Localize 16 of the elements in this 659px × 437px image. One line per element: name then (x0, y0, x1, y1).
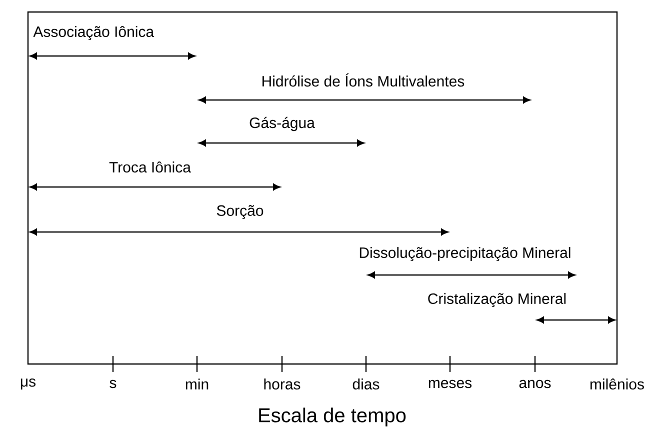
range-label: Gás-água (250, 116, 315, 132)
tick-label: horas (264, 378, 300, 390)
range-label: Associação Iônica (33, 26, 154, 40)
tick-label: μs (20, 378, 36, 390)
range-label: Sorção (216, 205, 264, 219)
tick-label: min (186, 378, 208, 390)
tick-label: s (110, 380, 116, 388)
tick-label: milênios (590, 378, 644, 390)
tick-label: dias (352, 378, 380, 390)
range-label: Dissolução-precipitação Mineral (360, 246, 570, 262)
tick-label: anos (519, 380, 551, 388)
tick-label: meses (428, 380, 472, 388)
range-label: Troca Iônica (109, 161, 191, 173)
range-label: Hidrólise de Íons Multivalentes (262, 73, 464, 87)
axis-title: Escala de tempo (259, 408, 406, 426)
range-label: Cristalização Mineral (428, 292, 566, 308)
